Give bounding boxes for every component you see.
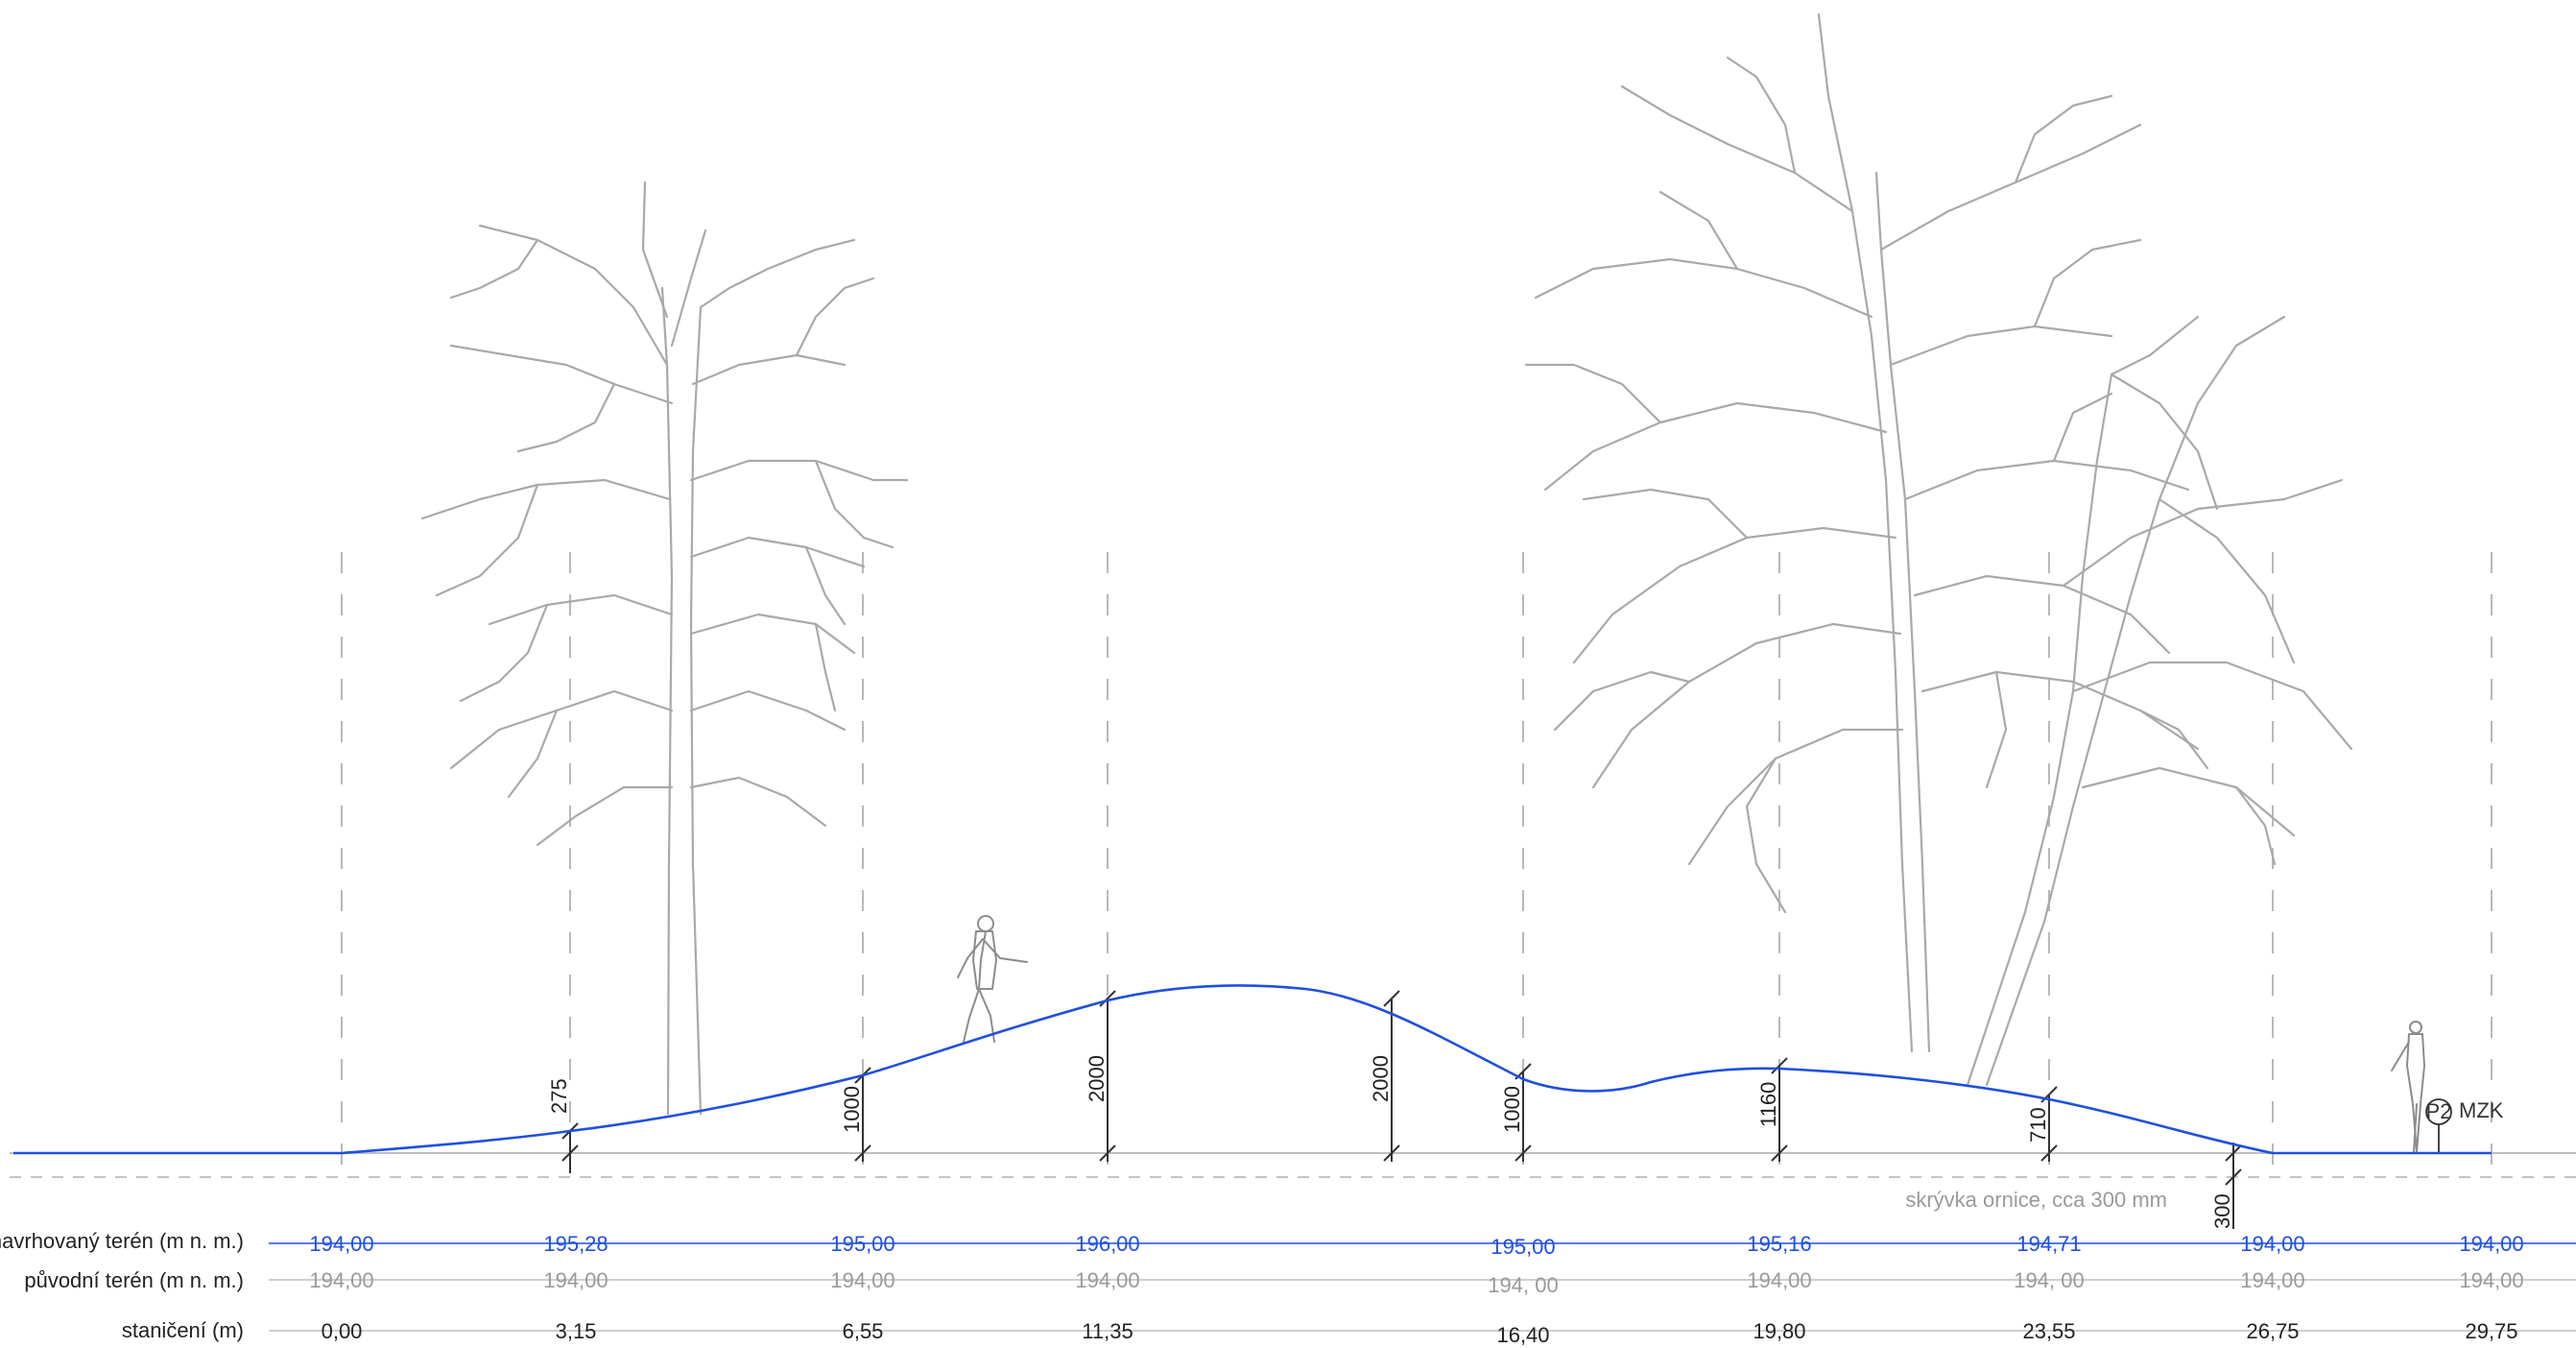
designed-elevation: 194,00	[2240, 1232, 2304, 1256]
topsoil-strip-line: skrývka ornice, cca 300 mm	[10, 1176, 2576, 1212]
station-column: 194,00 194,00 29,75	[2459, 1232, 2523, 1343]
row-label-designed: navrhovaný terén (m n. m.)	[0, 1229, 244, 1253]
height-value: 300	[2210, 1193, 2234, 1229]
station-column: 194,71 194, 00 23,55	[2014, 1232, 2084, 1343]
topsoil-note: skrývka ornice, cca 300 mm	[1905, 1188, 2167, 1212]
original-elevation: 194,00	[1075, 1268, 1139, 1292]
person-walking-figure	[957, 915, 1028, 1043]
original-elevation: 194,00	[2459, 1268, 2523, 1292]
stationing-value: 19,80	[1753, 1319, 1805, 1343]
height-dimension-lines	[561, 990, 2242, 1229]
station-column: 195,00 194,00 6,55	[830, 1232, 894, 1343]
row-label-original: původní terén (m n. m.)	[24, 1268, 244, 1292]
height-value: 710	[2026, 1107, 2050, 1143]
station-column: 194,00 194,00 0,00	[309, 1232, 373, 1343]
height-value: 1160	[1756, 1082, 1780, 1127]
stationing-value: 26,75	[2246, 1319, 2299, 1343]
original-elevation: 194,00	[1747, 1268, 1811, 1292]
marker-code: P2	[2426, 1099, 2452, 1123]
designed-terrain-profile	[13, 984, 2492, 1155]
station-column: 195,00 194, 00 16,40	[1488, 1235, 1558, 1347]
stationing-value: 16,40	[1496, 1323, 1549, 1347]
original-elevation: 194, 00	[1488, 1273, 1558, 1297]
station-marker-p2: P2 MZK	[2425, 1098, 2504, 1152]
stationing-value: 23,55	[2022, 1319, 2075, 1343]
stationing-value: 3,15	[556, 1319, 597, 1343]
height-value: 2000	[1369, 1055, 1393, 1102]
profile-table: navrhovaný terén (m n. m.) původní terén…	[0, 1229, 2576, 1342]
height-value: 2000	[1085, 1055, 1109, 1102]
stationing-value: 6,55	[843, 1319, 884, 1343]
tree-right-illustration	[1524, 12, 2353, 1087]
original-elevation: 194,00	[543, 1268, 608, 1292]
stationing-value: 11,35	[1082, 1319, 1133, 1343]
tree-left-illustration	[420, 181, 909, 1116]
original-elevation: 194, 00	[2014, 1268, 2084, 1292]
station-column: 195,16 194,00 19,80	[1747, 1232, 1811, 1343]
station-guide-lines	[341, 552, 2493, 1181]
marker-tag: MZK	[2459, 1098, 2504, 1122]
designed-elevation: 195,00	[1491, 1235, 1555, 1259]
row-label-stationing: staničení (m)	[122, 1318, 244, 1342]
station-column: 196,00 194,00 11,35	[1075, 1232, 1139, 1343]
original-elevation: 194,00	[309, 1268, 373, 1292]
person-standing-figure	[2391, 1021, 2425, 1153]
designed-elevation: 196,00	[1075, 1232, 1139, 1256]
station-values: 194,00 194,00 0,00 195,28 194,00 3,15 19…	[309, 1232, 2523, 1347]
original-elevation: 194,00	[830, 1268, 894, 1292]
height-value: 1000	[840, 1086, 864, 1133]
designed-elevation: 194,00	[2459, 1232, 2523, 1256]
designed-elevation: 195,16	[1747, 1232, 1811, 1256]
designed-elevation: 195,28	[543, 1232, 608, 1256]
designed-elevation: 195,00	[830, 1232, 894, 1256]
station-column: 194,00 194,00 26,75	[2240, 1232, 2304, 1343]
designed-elevation: 194,00	[309, 1232, 373, 1256]
designed-elevation: 194,71	[2016, 1232, 2081, 1256]
height-value: 275	[547, 1078, 571, 1114]
station-column: 195,28 194,00 3,15	[543, 1232, 608, 1343]
stationing-value: 0,00	[322, 1319, 363, 1343]
height-dimension-values: 275 1000 2000 2000 1000 1160 710 300	[547, 1055, 2234, 1229]
height-value: 1000	[1500, 1086, 1524, 1133]
original-elevation: 194,00	[2240, 1268, 2304, 1292]
stationing-value: 29,75	[2465, 1319, 2517, 1343]
